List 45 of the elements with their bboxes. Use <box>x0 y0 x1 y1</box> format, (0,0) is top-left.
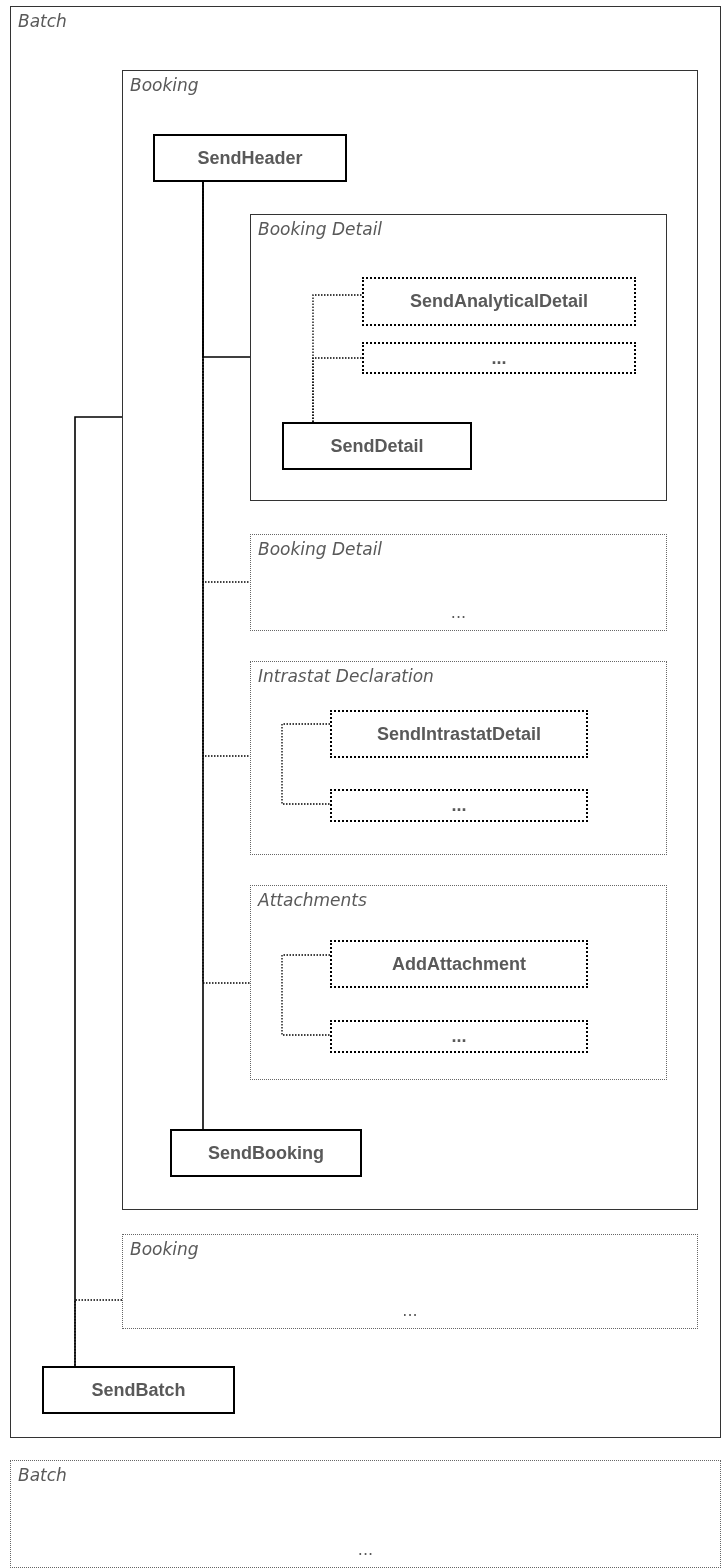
group-title: Booking Detail <box>258 219 383 239</box>
step-label: ... <box>491 347 507 369</box>
optional-group-frame <box>250 534 667 631</box>
step-label: AddAttachment <box>392 953 526 975</box>
step-box <box>170 1129 362 1177</box>
group-title: Attachments <box>258 890 367 910</box>
optional-step-box <box>330 710 588 758</box>
connector-line <box>74 416 123 1367</box>
step-label: SendAnalyticalDetail <box>409 291 589 312</box>
step-label: SendBooking <box>208 1142 324 1164</box>
group-frame <box>122 70 698 1210</box>
step-label: ... <box>451 795 467 816</box>
connector-line <box>202 181 204 1130</box>
optional-group-frame <box>10 1460 721 1568</box>
connector-line <box>281 954 331 1036</box>
step-box <box>42 1366 235 1414</box>
step-label: ... <box>451 1026 467 1047</box>
optional-group-frame <box>250 885 667 1080</box>
group-title: Booking <box>130 75 199 95</box>
optional-group-frame <box>122 1234 698 1329</box>
step-box <box>282 422 472 470</box>
optional-step-box <box>330 940 588 988</box>
step-label: SendIntrastatDetail <box>376 723 541 745</box>
ellipsis-text: ... <box>356 1540 375 1559</box>
ellipsis-text: ... <box>449 603 468 622</box>
group-frame <box>10 6 721 1438</box>
group-frame <box>250 214 667 501</box>
connector-line <box>281 723 331 805</box>
optional-step-box <box>330 1020 588 1053</box>
step-label: SendDetail <box>330 435 424 457</box>
optional-step-box <box>362 342 636 374</box>
optional-group-frame <box>250 661 667 855</box>
group-title: Batch <box>18 11 67 31</box>
step-label: SendHeader <box>197 147 303 169</box>
step-box <box>153 134 347 182</box>
connector-line <box>74 1299 123 1367</box>
group-title: Batch <box>18 1465 67 1485</box>
group-title: Booking Detail <box>258 539 383 559</box>
connector-line <box>312 357 363 423</box>
group-title: Booking <box>130 1239 199 1259</box>
optional-step-box <box>330 789 588 822</box>
group-title: Intrastat Declaration <box>258 666 434 686</box>
step-label: SendBatch <box>91 1379 186 1401</box>
optional-step-box <box>362 277 636 326</box>
ellipsis-text: ... <box>401 1301 419 1320</box>
